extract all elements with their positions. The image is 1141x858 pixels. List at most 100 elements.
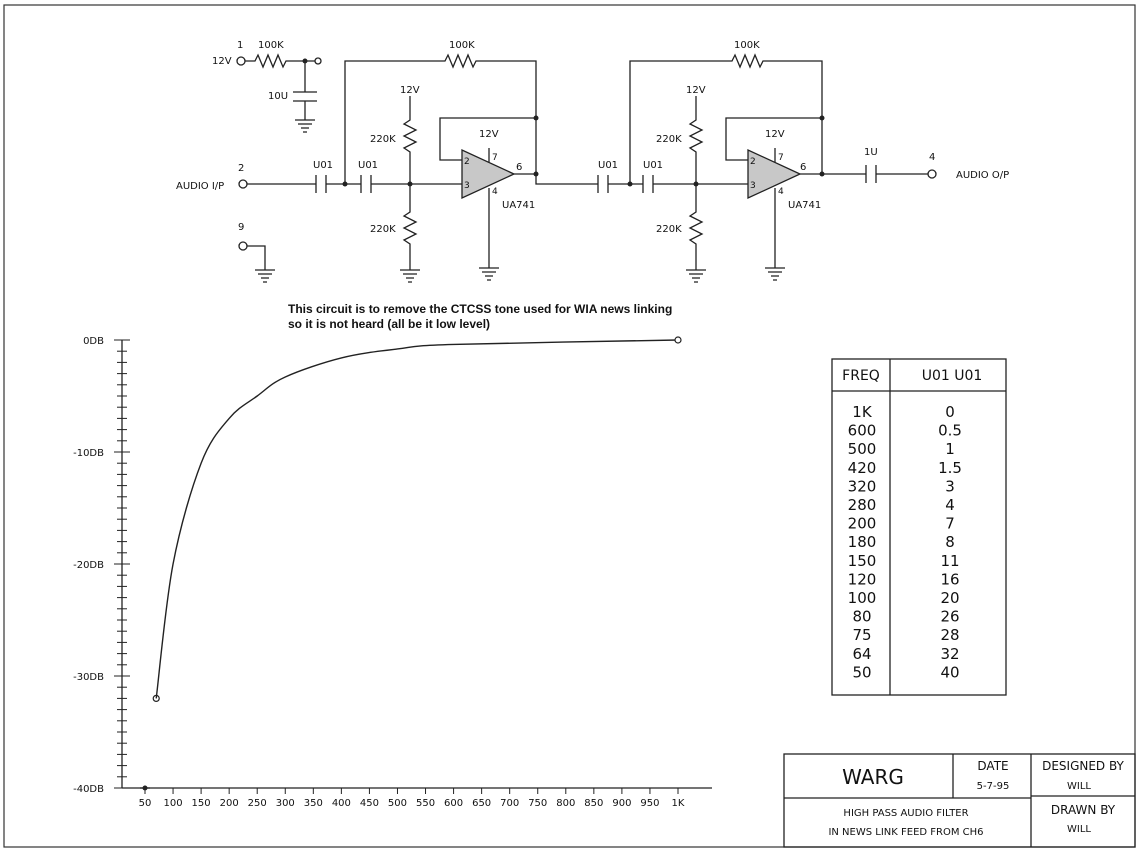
title-block-border [783,753,1136,848]
drawn-by-label: DRAWN BY [1051,803,1116,817]
x-tick-label: 900 [612,798,631,809]
terminal-9-number: 9 [238,222,244,233]
table-cell-attenuation: 1.5 [938,459,962,477]
table-cell-freq: 600 [848,422,877,440]
ground-symbol [295,119,315,133]
input-capacitors-wire [247,175,462,193]
capacitor-out-label: 1U [864,147,878,158]
table-cell-freq: 75 [852,626,871,644]
table-header-attenuation: U01 U01 [922,368,983,384]
open-node [314,57,322,65]
feedback-resistor-2-label: 100K [734,40,760,51]
x-tick-label: 400 [332,798,351,809]
table-cell-attenuation: 16 [940,570,959,588]
opamp-2-pin-out: 6 [800,162,806,173]
capacitor-4-label: U01 [643,160,663,171]
x-tick-label: 550 [416,798,435,809]
sheet-border [3,4,1136,848]
table-cell-freq: 64 [852,645,871,663]
date-label: DATE [977,759,1008,773]
opamp-1-pin-vminus: 4 [492,187,498,197]
table-cell-freq: 50 [852,663,871,681]
x-tick-label: 100 [164,798,183,809]
table-cell-attenuation: 26 [940,608,959,626]
terminal-1-label: 12V [212,56,232,67]
title-block: WARG DATE 5-7-95 DESIGNED BY WILL DRAWN … [783,753,1136,848]
feedback-resistor-2 [629,53,823,184]
resistor-220k-top-2 [688,96,704,184]
x-tick-label: 650 [472,798,491,809]
table-cell-attenuation: 11 [940,552,959,570]
opamp-2-body [747,148,802,200]
curve-start-point [152,694,160,703]
x-tick-label: 200 [220,798,239,809]
table-cell-attenuation: 0 [945,403,955,421]
table-cell-freq: 500 [848,440,877,458]
resistor-220k-bottom-1 [402,184,418,270]
opamp-2-pin-inv: 2 [750,157,756,167]
table-cell-attenuation: 0.5 [938,422,962,440]
opamp-1-body [461,148,516,200]
y-tick-label: -40DB [73,784,104,795]
response-curve [155,339,679,699]
resistor-220k-top-1 [402,96,418,184]
terminal-4-number: 4 [929,152,935,163]
capacitor-10u-label: 10U [268,91,288,102]
x-tick-label: 450 [360,798,379,809]
opamp-1-feedback [439,117,536,161]
capacitor-10u [293,61,317,120]
y-tick-label: 0DB [83,336,104,347]
table-cell-freq: 420 [848,459,877,477]
description-line-2: IN NEWS LINK FEED FROM CH6 [828,827,983,838]
description-line-1: HIGH PASS AUDIO FILTER [843,808,968,819]
opamp-2-feedback [725,117,822,161]
terminal-2-number: 2 [238,163,244,174]
company-name: WARG [842,765,904,789]
junction-dot [533,171,539,177]
terminal-2-node [238,179,248,189]
terminal-2-label: AUDIO I/P [176,181,224,192]
x-tick-label: 800 [556,798,575,809]
opamp-2-ground [765,188,785,281]
junction-dot [819,115,825,121]
table-cell-attenuation: 3 [945,477,955,495]
opamp-1-pin-vplus: 7 [492,153,498,163]
circuit: 1 12V 100K 10U 2 AUDIO I/P U01 U01 100K … [176,40,1009,283]
capacitor-2-label: U01 [358,160,378,171]
y-minor-ticks [114,339,130,789]
resistor-220k-bottom-2 [688,184,704,270]
y-tick-labels: 0DB-10DB-20DB-30DB-40DB [73,336,104,795]
table-cell-freq: 80 [852,608,871,626]
table-cell-freq: 120 [848,570,877,588]
table-cell-attenuation: 28 [940,626,959,644]
resistor-220k-top-2-label: 220K [656,134,682,145]
x-tick-label: 600 [444,798,463,809]
resistor-220k-bottom-1-label: 220K [370,224,396,235]
terminal-4-label: AUDIO O/P [956,170,1009,181]
terminal-1-number: 1 [237,40,243,51]
supply-label-1: 12V [400,85,420,96]
table-cell-freq: 150 [848,552,877,570]
opamp-1-pin-out: 6 [516,162,522,173]
x-tick-label: 300 [276,798,295,809]
opamp-1-pin-inv: 2 [464,157,470,167]
opamp-1-output-wire [514,173,598,185]
note-line-1: This circuit is to remove the CTCSS tone… [288,302,672,316]
opamp-2-pin-noninv: 3 [750,181,756,191]
x-tick-label: 750 [528,798,547,809]
opamp-2-name: UA741 [788,200,821,211]
note-line-2: so it is not heard (all be it low level) [288,317,490,331]
output-wire [800,165,928,183]
y-tick-label: -20DB [73,560,104,571]
terminal-9-ground [247,245,275,283]
opamp-2-pin-vminus: 4 [778,187,784,197]
table-cell-freq: 280 [848,496,877,514]
opamp-1-ground [479,188,499,281]
curve-end-point [674,336,682,344]
table-cell-attenuation: 8 [945,533,955,551]
supply-label-2: 12V [479,129,499,140]
drawn-by-name: WILL [1067,824,1091,835]
